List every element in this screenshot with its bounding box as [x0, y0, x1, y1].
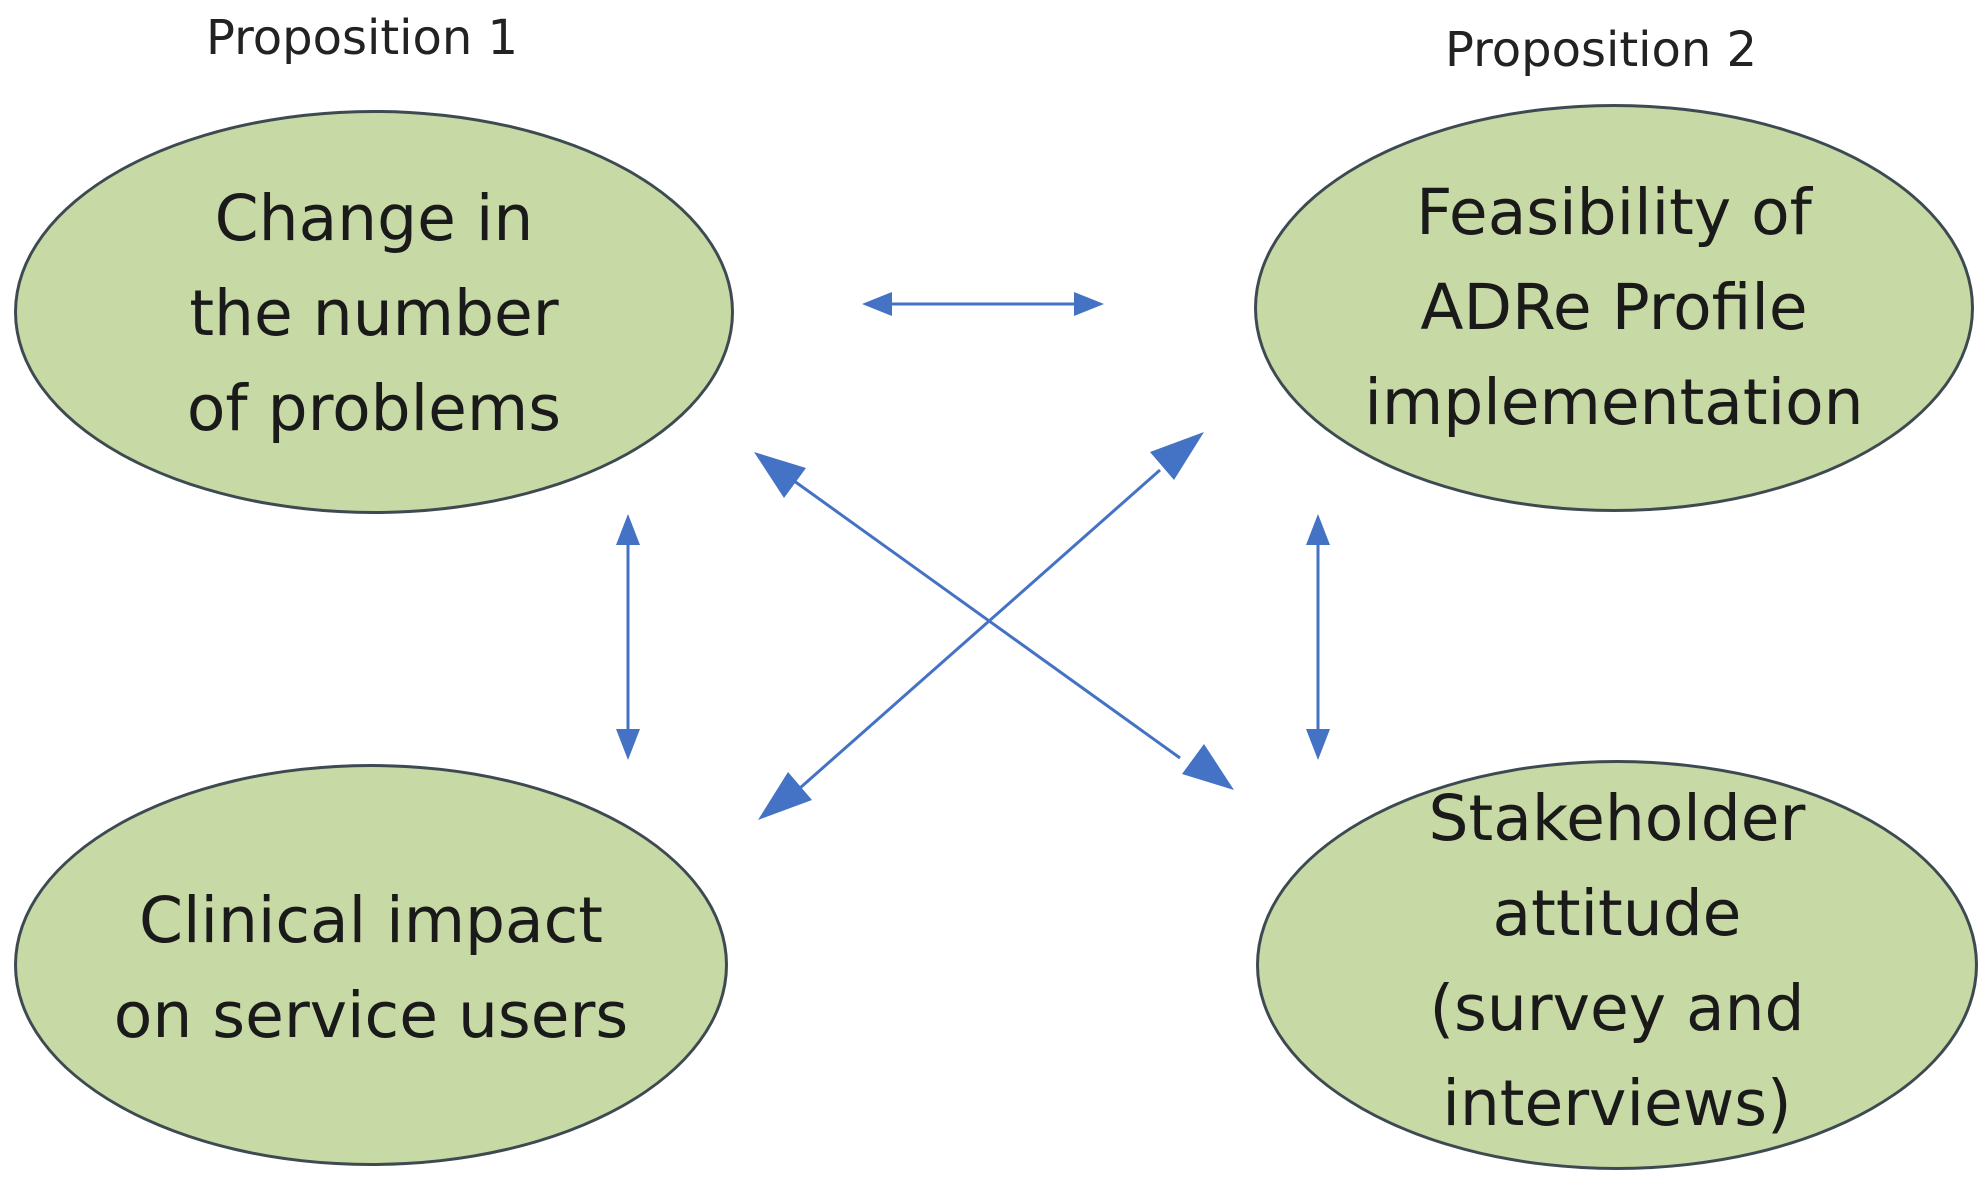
node-text-line: the number: [189, 277, 559, 350]
node-text-line: interviews): [1442, 1067, 1792, 1140]
node-text-line: ADRe Profile: [1420, 271, 1808, 344]
feasibility-node: Feasibility of ADRe Profile implementati…: [1254, 104, 1974, 512]
feasibility-text: Feasibility of ADRe Profile implementati…: [1257, 165, 1971, 450]
stakeholder-attitude-text: Stakeholder attitude (survey and intervi…: [1259, 771, 1975, 1151]
node-text-line: attitude: [1492, 877, 1742, 950]
proposition-1-label: Proposition 1: [206, 10, 519, 66]
clinical-impact-text: Clinical impact on service users: [17, 873, 725, 1063]
change-in-problems-text: Change in the number of problems: [17, 171, 731, 456]
arrow-change-clinical: [616, 514, 640, 760]
arrow-change-feasibility: [862, 292, 1104, 316]
node-text-line: implementation: [1364, 366, 1864, 439]
node-text-line: on service users: [113, 979, 629, 1052]
node-text-line: Feasibility of: [1416, 176, 1812, 249]
change-in-problems-node: Change in the number of problems: [14, 110, 734, 514]
stakeholder-attitude-node: Stakeholder attitude (survey and intervi…: [1256, 760, 1978, 1170]
proposition-2-label: Proposition 2: [1445, 22, 1758, 78]
node-text-line: Stakeholder: [1428, 782, 1806, 855]
arrow-change-stakeholder: [754, 452, 1234, 790]
arrow-feasibility-stakeholder: [1306, 514, 1330, 760]
node-text-line: (survey and: [1429, 972, 1805, 1045]
clinical-impact-node: Clinical impact on service users: [14, 764, 728, 1166]
arrow-feasibility-clinical: [758, 432, 1204, 820]
node-text-line: Change in: [214, 182, 534, 255]
node-text-line: Clinical impact: [138, 884, 603, 957]
node-text-line: of problems: [186, 372, 562, 445]
